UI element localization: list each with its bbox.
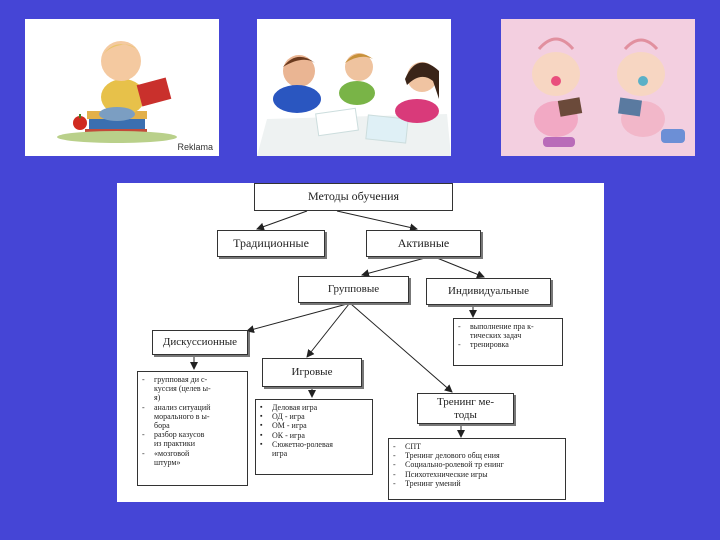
list-item: Социально-ролевой тр енинг [393,460,561,469]
list-item: ОД - игра [260,412,368,421]
teaching-methods-diagram: Методы обучения Традиционные Активные Гр… [117,183,604,502]
node-active: Активные [366,230,481,257]
diagram-connector-arrows [190,210,485,438]
node-traditional: Традиционные [217,230,325,257]
list-item: выполнение пра к- тических задач [458,322,558,340]
node-individual: Индивидуальные [426,278,551,305]
list-training-methods: СПТ Тренинг делового общ ения Социально-… [388,438,566,500]
list-item: групповая ди с- куссия (целев ы- я) [142,375,243,403]
children-drawing-illustration [257,19,451,156]
photo-child-reading: Reklama [25,19,219,156]
list-item: тренировка [458,340,558,349]
node-root-teaching-methods: Методы обучения [254,183,453,211]
babies-reading-illustration [501,19,695,156]
list-item: Психотехнические игры [393,470,561,479]
list-individual-methods: выполнение пра к- тических задач трениро… [453,318,563,366]
child-reading-illustration [25,19,219,156]
list-item: анализ ситуаций морального в ы- бора [142,403,243,431]
list-item: Сюжетно-ролевая игра [260,440,368,458]
list-game-methods: Деловая игра ОД - игра ОМ - игра ОК - иг… [255,399,373,475]
photo-watermark: Reklama [175,142,215,152]
list-item: СПТ [393,442,561,451]
photo-babies-reading [501,19,695,156]
node-game: Игровые [262,358,362,387]
node-group: Групповые [298,276,409,303]
list-item: «мозговой штурм» [142,449,243,467]
list-item: Тренинг умений [393,479,561,488]
photo-children-drawing [257,19,451,156]
list-item: ОК - игра [260,431,368,440]
list-item: ОМ - игра [260,421,368,430]
list-item: Деловая игра [260,403,368,412]
node-training: Тренинг ме- тоды [417,393,514,424]
node-discussion: Дискуссионные [152,330,248,355]
list-item: Тренинг делового общ ения [393,451,561,460]
list-item: разбор казусов из практики [142,430,243,448]
list-discussion-methods: групповая ди с- куссия (целев ы- я) анал… [137,371,248,486]
